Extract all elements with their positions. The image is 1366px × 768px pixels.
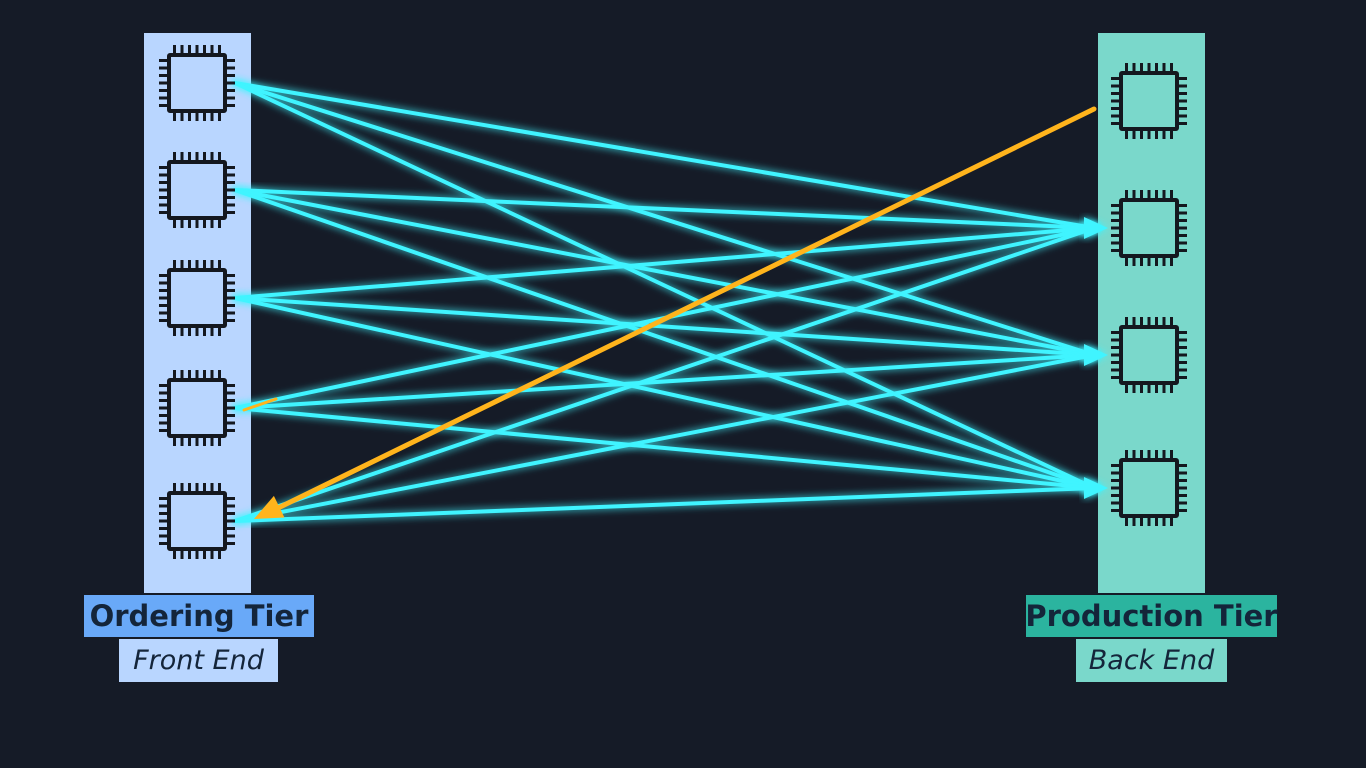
chip-icon bbox=[1111, 317, 1187, 393]
highlight-line bbox=[271, 106, 1097, 513]
chip-icon bbox=[159, 152, 235, 228]
connection-line bbox=[233, 226, 1096, 300]
connection-line bbox=[233, 188, 1096, 357]
connection-line bbox=[233, 188, 1096, 230]
connection-line bbox=[233, 81, 1096, 357]
front-end-subtitle: Front End bbox=[119, 639, 278, 682]
connection-line bbox=[233, 296, 1096, 490]
ordering-tier-title: Ordering Tier bbox=[84, 595, 314, 637]
chip-icon bbox=[1111, 450, 1187, 526]
highlight-arrowhead-icon bbox=[254, 495, 285, 519]
back-end-subtitle: Back End bbox=[1076, 639, 1227, 682]
chip-icon bbox=[159, 45, 235, 121]
highlight-tick bbox=[242, 397, 278, 412]
arrowhead-icon bbox=[1084, 344, 1108, 366]
chip-icon bbox=[159, 260, 235, 336]
connection-line bbox=[233, 81, 1096, 230]
connection-line bbox=[233, 296, 1096, 357]
connection-lines bbox=[233, 81, 1108, 523]
chip-icon bbox=[1111, 190, 1187, 266]
arrowhead-icon bbox=[1084, 477, 1108, 499]
connection-line bbox=[233, 81, 1096, 490]
connection-line bbox=[233, 486, 1096, 523]
chip-icon bbox=[1111, 63, 1187, 139]
connection-line bbox=[233, 353, 1096, 410]
highlight-connection bbox=[242, 106, 1097, 519]
instance-chips bbox=[159, 45, 1187, 559]
chip-icon bbox=[159, 483, 235, 559]
chip-icon bbox=[159, 370, 235, 446]
connection-line bbox=[233, 188, 1096, 490]
connection-line bbox=[233, 353, 1096, 523]
connection-line bbox=[233, 406, 1096, 490]
connection-line bbox=[233, 226, 1096, 523]
arrowhead-icon bbox=[1084, 217, 1108, 239]
production-tier-title: Production Tier bbox=[1025, 595, 1278, 637]
